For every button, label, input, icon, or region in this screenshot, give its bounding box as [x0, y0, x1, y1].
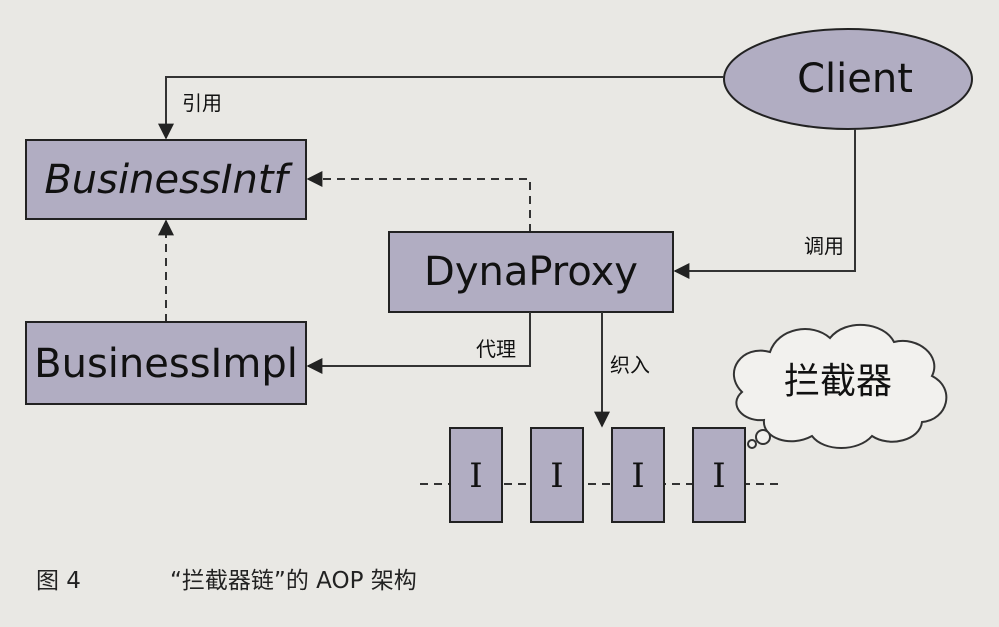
interceptor-box	[611, 427, 665, 523]
weave-label: 织入	[610, 353, 650, 377]
interceptor-label: I	[712, 456, 725, 496]
business-impl-label: BusinessImpl	[34, 341, 298, 387]
client-label: Client	[797, 56, 913, 102]
interceptor-cloud: 拦截器	[732, 324, 948, 449]
business-impl-node	[25, 321, 307, 405]
invoke-edge	[673, 129, 856, 279]
interceptor-label: I	[550, 456, 563, 496]
interceptor-label: I	[631, 456, 644, 496]
interceptor-box	[449, 427, 503, 523]
figure-number: 图 4	[36, 568, 81, 594]
proxy-label: 代理	[476, 337, 516, 361]
interceptor-label: I	[469, 456, 482, 496]
cloud-bubble	[747, 439, 757, 449]
business-intf-node	[25, 139, 307, 220]
figure-title: “拦截器链”的 AOP 架构	[170, 568, 417, 594]
interceptor-box	[530, 427, 584, 523]
cloud-bubble	[755, 429, 771, 445]
dyna-proxy-label: DynaProxy	[424, 249, 638, 295]
dyna-proxy-node	[388, 231, 674, 313]
invoke-label: 调用	[804, 234, 844, 258]
proxy-edge	[306, 312, 531, 374]
reference-label: 引用	[182, 91, 222, 115]
interceptor-cloud-label: 拦截器	[784, 361, 892, 402]
reference-edge	[158, 76, 724, 140]
interceptor-chain: I I I I	[449, 427, 746, 523]
client-node	[723, 28, 973, 130]
interceptor-box	[692, 427, 746, 523]
business-intf-label: BusinessIntf	[44, 157, 293, 203]
proxy-implements-edge	[306, 171, 531, 232]
